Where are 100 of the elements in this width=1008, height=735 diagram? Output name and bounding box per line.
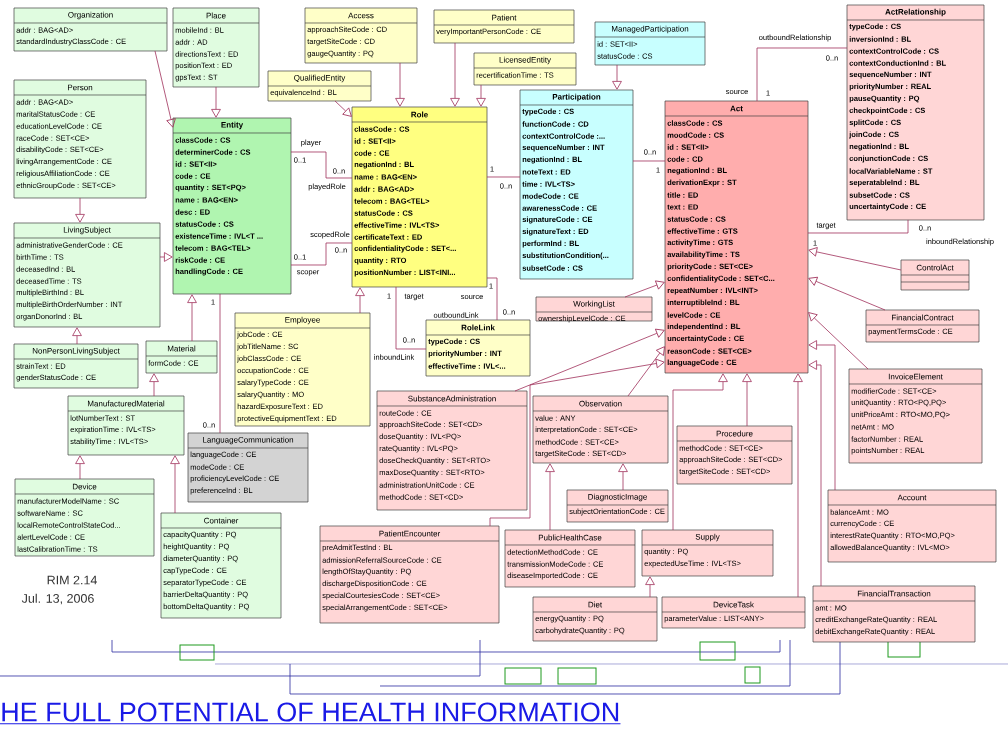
class-box (504, 529, 636, 588)
generalization-arrow (618, 463, 628, 491)
class-name: Person (68, 84, 93, 91)
class-box (319, 525, 500, 624)
class-name: Supply (695, 533, 720, 542)
class-name: FinancialContract (892, 314, 954, 321)
generalization-arrow (159, 252, 173, 262)
version-note: RIM 2.14 (47, 575, 97, 585)
class-name: Patient (492, 14, 517, 21)
class-name: Organization (68, 11, 113, 20)
class-box (661, 596, 806, 629)
generalization-arrow (808, 340, 836, 491)
class-box (532, 395, 669, 464)
class-box (594, 21, 706, 66)
association-line (395, 286, 427, 350)
association-line (290, 242, 353, 266)
class-box (187, 432, 309, 503)
class-box (304, 7, 418, 64)
class-name: Material (167, 345, 196, 352)
generalization-arrow (612, 64, 622, 90)
class-box (827, 489, 997, 563)
class-box (641, 529, 774, 577)
generalization-arrow (334, 100, 352, 117)
generalization-arrow (154, 50, 176, 128)
class-name: FinancialTransaction (857, 590, 931, 597)
class-box (865, 309, 980, 343)
class-box (67, 395, 185, 456)
class-box (676, 425, 793, 485)
class-name: Device (72, 483, 97, 490)
generalization-arrow (149, 373, 159, 397)
generalization-arrow (514, 328, 665, 392)
association-line (756, 47, 848, 102)
association-line (807, 219, 909, 234)
generalization-arrow (793, 373, 803, 598)
generalization-arrow (545, 463, 555, 531)
class-name: ControlAct (916, 264, 954, 271)
class-name: Account (897, 494, 927, 501)
class-box (848, 368, 983, 464)
class-box (376, 390, 528, 511)
class-name: DiagnosticImage (588, 493, 647, 502)
generalization-arrow (808, 360, 822, 587)
class-name: ActRelationship (885, 8, 946, 17)
class-name: SubstanceAdministration (408, 395, 496, 402)
class-name: RoleLink (461, 324, 495, 331)
association-line (219, 293, 221, 434)
class-name: PublicHealthCase (538, 534, 602, 541)
generalization-arrow (75, 197, 85, 223)
class-name: Access (348, 12, 374, 19)
class-name: DeviceTask (713, 601, 754, 608)
class-name: Act (730, 105, 743, 112)
class-name: ManufacturedMaterial (88, 400, 165, 407)
generalization-arrow (170, 455, 180, 514)
class-box (351, 106, 488, 288)
class-name: LanguageCommunication (203, 436, 294, 445)
class-name: Observation (579, 400, 622, 407)
class-box (13, 7, 168, 52)
class-name: Container (204, 517, 239, 524)
generalization-arrow (645, 576, 655, 598)
class-box (900, 259, 970, 291)
class-box (846, 4, 985, 221)
association-line (632, 160, 666, 162)
class-name: QualifiedEntity (294, 74, 346, 83)
version-note: Jul. 13, 2006 (21, 593, 94, 605)
generalization-arrow (489, 358, 665, 527)
generalization-arrow (624, 280, 665, 298)
class-name: Diet (588, 601, 603, 608)
class-name: Entity (221, 121, 244, 130)
association-line (290, 151, 353, 179)
generalization-arrow (395, 62, 405, 107)
slide-title: HE FULL POTENTIAL OF HEALTH INFORMATION (0, 702, 622, 725)
class-box (566, 489, 669, 523)
generalization-arrow (187, 294, 197, 342)
class-box (14, 478, 155, 557)
class-box (532, 596, 658, 642)
class-box (234, 312, 371, 427)
generalization-arrow (211, 86, 221, 118)
class-box (160, 512, 282, 619)
association-line (486, 176, 521, 178)
generalization-arrow (808, 312, 869, 370)
generalization-arrow (808, 276, 886, 311)
class-name: PatientEncounter (379, 530, 441, 537)
class-box (13, 79, 147, 199)
generalization-arrow (75, 455, 85, 480)
generalization-arrow (627, 346, 665, 397)
class-box (473, 52, 577, 86)
class-box (145, 340, 218, 374)
class-box (812, 585, 976, 643)
class-name: Place (206, 12, 226, 19)
class-box (13, 343, 139, 389)
class-box (519, 89, 634, 280)
generalization-arrow (355, 287, 365, 314)
association-line (486, 277, 498, 321)
class-box (172, 117, 292, 295)
class-name: WorkingList (573, 300, 615, 309)
class-name: Role (411, 111, 428, 118)
generalization-arrow (742, 373, 752, 427)
class-box (13, 222, 161, 328)
generalization-arrow (72, 327, 82, 345)
generalization-arrow (450, 42, 460, 107)
class-name: InvoiceElement (888, 373, 943, 380)
